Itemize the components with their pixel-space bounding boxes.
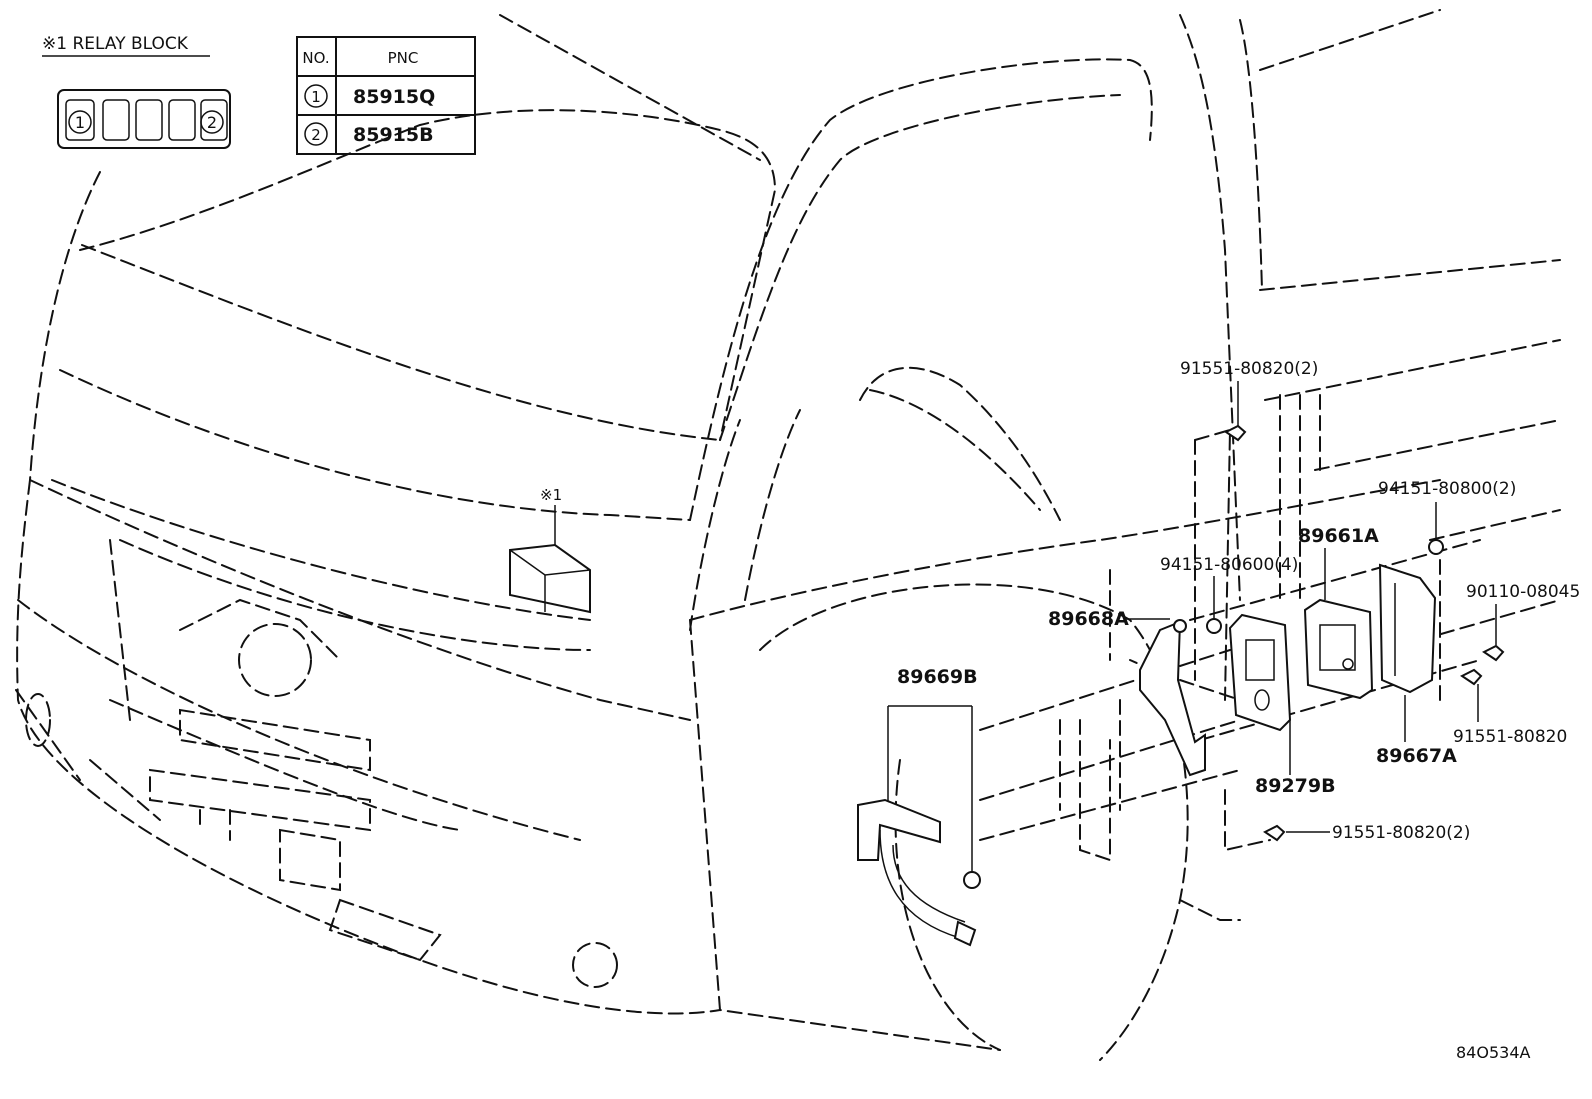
label-89661a: 89661A <box>1298 525 1379 547</box>
pnc-row-2-no: 2 <box>311 126 321 144</box>
label-91551-80820: 91551-80820 <box>1453 727 1567 747</box>
label-90110-08045: 90110-08045 <box>1466 582 1580 602</box>
pnc-row-1-no: 1 <box>311 88 321 106</box>
relay-block-title: ※1 RELAY BLOCK <box>42 34 189 54</box>
relay-slot-2-label: 2 <box>207 113 217 132</box>
ecu-89279b: 89279B <box>1228 613 1336 797</box>
pnc-table: NO. PNC 1 85915Q 2 85915B <box>296 36 476 155</box>
ecu-89661a: 89661A <box>1298 525 1379 700</box>
relay-block-legend: ※1 RELAY BLOCK 1 2 <box>42 34 231 149</box>
label-89279b: 89279B <box>1255 775 1336 797</box>
label-89669b: 89669B <box>897 666 978 688</box>
pnc-row-1-pnc: 85915Q <box>353 86 435 108</box>
cover-89667a: 89667A <box>1376 563 1457 767</box>
diagram-id: 84O534A <box>1456 1043 1530 1062</box>
label-94151-80800-2: 94151-80800(2) <box>1378 479 1516 499</box>
pnc-row-2-pnc: 85915B <box>353 124 434 146</box>
pnc-table-header-pnc: PNC <box>388 49 419 67</box>
label-89668a: 89668A <box>1048 608 1129 630</box>
label-89667a: 89667A <box>1376 745 1457 767</box>
bracket-89669b: 89669B <box>857 666 981 947</box>
relay-ref-label: ※1 <box>540 486 562 504</box>
label-91551-80820-2-top: 91551-80820(2) <box>1180 359 1318 379</box>
label-94151-80600-4: 94151-80600(4) <box>1160 555 1298 575</box>
fasteners: 91551-80820(2) 94151-80800(2) 94151-8060… <box>1160 359 1580 843</box>
relay-slot-1-label: 1 <box>75 113 85 132</box>
relay-block-body <box>57 89 231 149</box>
relay-block-location: ※1 <box>509 486 591 614</box>
bracket-89668a: 89668A <box>1048 608 1206 777</box>
label-91551-80820-2-bottom: 91551-80820(2) <box>1332 823 1470 843</box>
pnc-table-header-no: NO. <box>302 49 329 67</box>
truck-cab-outline <box>15 9 1561 1061</box>
